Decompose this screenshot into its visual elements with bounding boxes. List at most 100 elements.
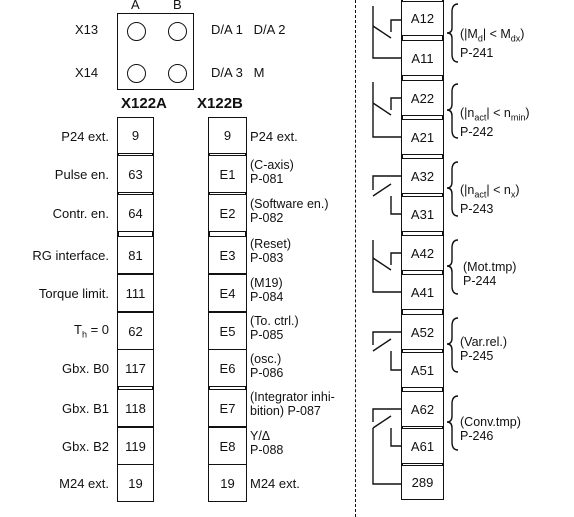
x14-label: X14: [75, 65, 99, 80]
relay-terminal: A51: [401, 352, 444, 388]
desc-line: (osc.): [250, 352, 282, 366]
relay-note: (|Md| < Mdx) P-241: [460, 27, 524, 60]
relay-terminal: 289: [401, 465, 444, 500]
x122b-desc: (To. ctrl.)P-085: [250, 314, 299, 342]
relay-terminal: A41: [401, 274, 444, 310]
x122a-label: Gbx. B2: [62, 439, 109, 454]
x122b-terminal: E7: [208, 389, 247, 427]
desc-line: P-084: [250, 290, 284, 304]
x122a-label: Contr. en.: [52, 206, 109, 221]
desc-line: P-081: [250, 172, 284, 186]
relay-terminal: A61: [401, 428, 444, 464]
desc-line: (M19): [250, 276, 283, 290]
desc-line: P-088: [250, 443, 284, 457]
x122a-terminal: 19: [117, 464, 154, 502]
x122b-header: X122B: [197, 95, 243, 112]
x122b-terminal: E8: [208, 427, 247, 465]
x122b-terminal: 9: [208, 117, 247, 154]
x122a-label: P24 ext.: [61, 129, 109, 144]
x122b-terminal: E4: [208, 274, 247, 312]
desc-line: (C-axis): [250, 158, 294, 172]
x122a-label: M24 ext.: [59, 476, 109, 491]
relay-terminal: A32: [401, 158, 444, 194]
relay-note-line: (|nact| < nmin): [460, 106, 530, 123]
relay-note-line: (Mot.tmp): [463, 260, 517, 274]
x122b-terminal: E1: [208, 155, 247, 193]
x122a-terminal: 117: [117, 349, 154, 387]
da12-label: D/A 1 D/A 2: [211, 22, 286, 37]
relay-note-param: P-242: [460, 124, 494, 139]
x122b-desc: (osc.)P-086: [250, 352, 283, 380]
socket-x14-b: [168, 64, 187, 83]
desc-line: bition) P-087: [250, 404, 321, 418]
x122a-terminal: 118: [117, 389, 154, 427]
th-label-rest: = 0: [86, 322, 109, 337]
relay-note: (|nact| < nx) P-243: [460, 183, 520, 216]
socket-x13-b: [168, 22, 187, 41]
relay-note-param: P-246: [460, 429, 494, 443]
x122b-terminal: 19: [208, 464, 247, 502]
relay-note-param: P-241: [460, 45, 494, 60]
relay-terminal: A11: [401, 40, 444, 76]
desc-line: Y/Δ: [250, 429, 271, 443]
x122b-desc: M24 ext.: [250, 476, 300, 491]
th-label-sub: h: [81, 329, 87, 340]
relay-terminal: A52: [401, 314, 444, 350]
column-b-label: B: [173, 0, 182, 12]
separator-dashed-line: [355, 0, 356, 517]
x122b-desc: (M19)P-084: [250, 276, 283, 304]
x122a-terminal: 63: [117, 155, 154, 193]
x122a-label: Torque limit.: [38, 286, 109, 301]
x122b-terminal: E2: [208, 194, 247, 232]
relay-note: (Conv.tmp) P-246: [460, 415, 521, 443]
desc-line: P-085: [250, 328, 284, 342]
x122b-terminal: E5: [208, 312, 247, 350]
x122a-label: Gbx. B1: [62, 401, 109, 416]
desc-line: (Software en.): [250, 197, 329, 211]
relay-note-param: P-243: [460, 201, 494, 216]
relay-note: (Mot.tmp) P-244: [463, 260, 516, 288]
socket-x13-a: [127, 22, 146, 41]
relay-terminal: A21: [401, 119, 444, 155]
relay-note-line: (|Md| < Mdx): [460, 27, 525, 44]
relay-terminal: A12: [401, 1, 444, 36]
relay-note-param: P-244: [463, 274, 497, 288]
x122b-terminal: E3: [208, 236, 247, 274]
x122a-label: RG interface.: [32, 248, 109, 263]
relay-terminal: A42: [401, 235, 444, 271]
relay-note-param: P-245: [460, 349, 494, 363]
relay-note-line: (Conv.tmp): [460, 415, 521, 429]
relay-terminal: A22: [401, 80, 444, 116]
x122b-terminal: E6: [208, 349, 247, 387]
desc-line: P-083: [250, 251, 284, 265]
socket-x14-a: [127, 64, 146, 83]
x122a-label: Gbx. B0: [62, 361, 109, 376]
da3m-label: D/A 3 M: [211, 65, 265, 80]
desc-line: P-086: [250, 366, 284, 380]
relay-terminal: A62: [401, 391, 444, 427]
x122a-label: Pulse en.: [54, 167, 109, 182]
relay-note: (|nact| < nmin) P-242: [460, 106, 530, 139]
x122a-terminal: 111: [117, 274, 154, 312]
th-label-main: T: [73, 322, 82, 337]
desc-line: (Reset): [250, 237, 291, 251]
x122b-desc: (Integrator inhi-bition) P-087: [250, 390, 335, 418]
relay-note-line: (|nact| < nx): [460, 183, 520, 200]
desc-line: (Integrator inhi-: [250, 390, 335, 404]
x122a-header: X122A: [121, 95, 167, 112]
relay-note-line: (Var.rel.): [460, 335, 507, 349]
x122b-desc: (Reset)P-083: [250, 237, 291, 265]
x122b-desc: P24 ext.: [250, 129, 298, 144]
x122a-terminal: 9: [117, 117, 154, 154]
desc-line: P-082: [250, 211, 284, 225]
column-a-label: A: [131, 0, 140, 12]
relay-note: (Var.rel.) P-245: [460, 335, 507, 363]
x13-label: X13: [75, 22, 99, 37]
x122b-desc: (Software en.)P-082: [250, 197, 329, 225]
x122a-terminal: 119: [117, 427, 154, 465]
x122a-terminal: 64: [117, 194, 154, 232]
relay-terminal: A31: [401, 196, 444, 232]
x122b-desc: (C-axis)P-081: [250, 158, 294, 186]
